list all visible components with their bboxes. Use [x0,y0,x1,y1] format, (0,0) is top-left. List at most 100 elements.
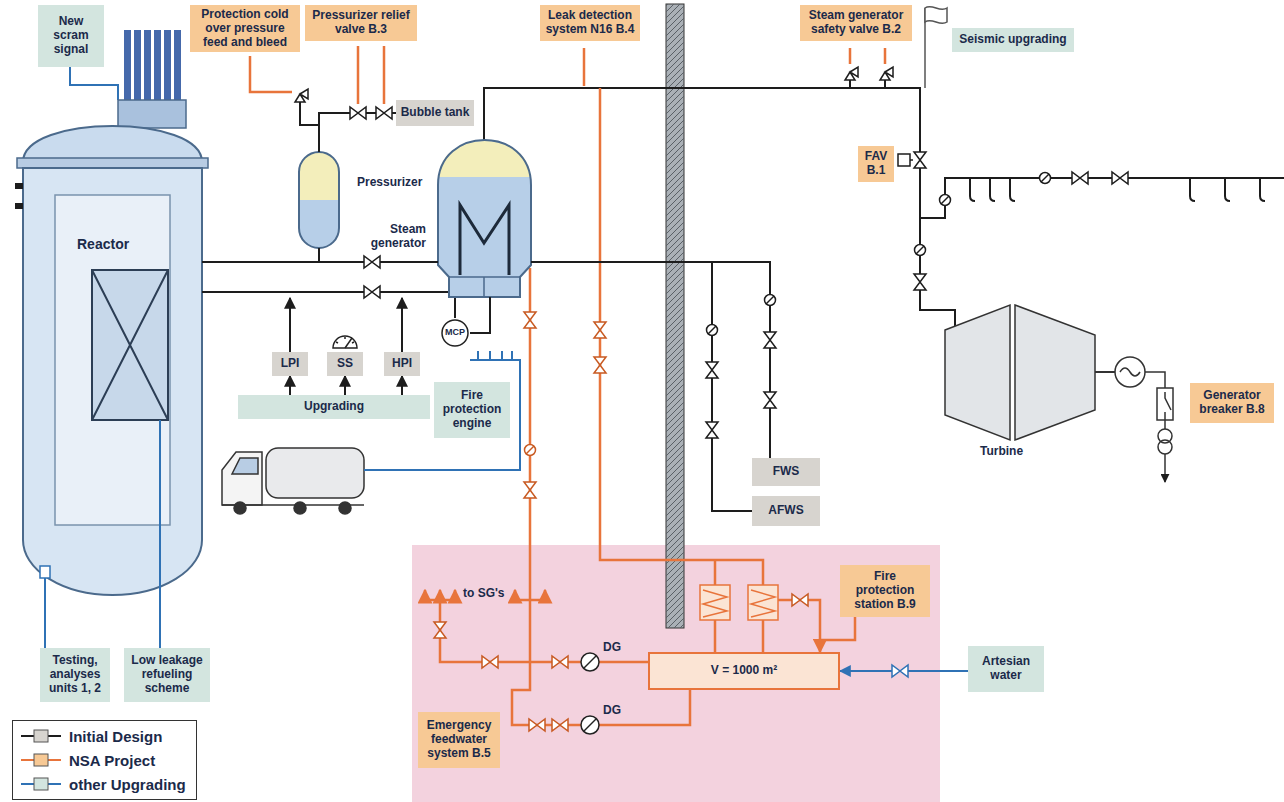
pipe-connector [344,376,346,395]
node-text: Leak detection system N16 B.4 [544,9,636,37]
injection-arrows [290,298,402,352]
component-label: Turbine [980,444,1023,458]
nsa-piping [424,590,427,600]
nsa-leader-lines [583,48,586,86]
nsa-callout: FAV B.1 [858,146,894,182]
fire-truck [234,502,246,514]
pressure-gauge [345,338,352,348]
component-box: Bubble tank [396,100,474,126]
line-valves [350,107,366,119]
node-text: Protection cold over pressure feed and b… [194,8,296,49]
turbine-generator [1145,372,1165,388]
turbine-generator [1165,392,1171,429]
nsa-valves [594,357,606,373]
node-text: LPI [276,357,304,371]
fav-actuator [910,159,913,161]
steam-valves [880,67,893,80]
node-text: Upgrading [242,400,426,414]
pipe-connector [537,262,752,511]
steam-valves [1040,173,1051,184]
fav-actuator [898,154,910,166]
nsa-valves [594,322,606,338]
seismic-flag [925,7,947,88]
node-text: Testing, analyses units 1, 2 [44,654,106,695]
nsa-piping [514,590,517,600]
diesel-pump [584,656,596,668]
line-valves [364,286,380,298]
steam-generator-shape [438,140,531,297]
main-steam-line [970,178,1265,201]
nsa-piping [512,268,581,725]
nsa-piping [440,600,581,662]
node-text: Bubble tank [400,106,470,120]
diesel-pump [581,716,599,734]
steam-generator-shape [449,277,520,297]
steam-generator-shape [460,205,509,275]
line-valves [706,422,718,438]
turbine-generator [1115,357,1145,387]
heat-exchanger [700,585,778,620]
system-box: SS [327,352,363,376]
node-text: Fire protection station B.9 [844,570,926,611]
node-text: New scram signal [42,15,100,56]
nsa-piping [715,620,763,652]
upgrade-callout: Seismic upgrading [952,28,1074,52]
turbine-generator [1015,305,1095,440]
steam-generator-shape [432,125,537,305]
line-valves [892,665,908,677]
diesel-pump [581,653,599,671]
reactor-vessel-shape [202,262,210,292]
containment-wall [666,4,684,628]
node-text: Artesian water [972,655,1040,683]
node-text: FWS [756,465,816,479]
upgrade-callout: New scram signal [38,5,104,67]
legend-row: NSA Project [21,748,186,772]
node-text: Low leakage refueling scheme [128,654,206,695]
legend-text: Initial Design [69,728,162,745]
control-rod-drives [124,30,181,100]
pipe-label: to SG's [463,586,505,600]
node-text: Steam generator safety valve B.2 [804,9,908,37]
node-text: SS [331,357,359,371]
node-text: Reactor [77,236,129,252]
turbine-generator [1095,371,1115,373]
line-valves [706,362,718,378]
pipe-connector [319,113,396,150]
legend-text: other Upgrading [69,776,186,793]
reactor-vessel-shape [23,168,202,595]
line-valves [707,325,718,336]
fire-water-line [478,351,512,360]
node-text: V = 1000 m² [654,664,834,678]
upgrade-callout: Fire protection engine [434,382,510,438]
turbine-generator [945,305,1173,482]
nsa-callout: Leak detection system N16 B.4 [540,5,640,41]
pressurizer-vessel-shape [299,152,339,200]
nsa-callout: Pressurizer relief valve B.3 [305,5,417,41]
reactor-vessel-shape [15,186,23,206]
nsa-leader-lines [250,46,885,104]
pressure-gauge [336,337,354,343]
reactor-vessel-shape [17,158,208,168]
fav-actuator [898,154,913,166]
primary-piping [318,250,320,262]
reactor-vessel-shape [15,100,210,600]
pump-symbol: MCP [440,318,470,348]
legend-text: NSA Project [69,752,155,769]
primary-piping [300,102,319,125]
reactor-vessel-shape [159,420,161,600]
legend-row: other Upgrading [21,772,186,796]
steam-generator-shape [438,140,531,297]
nsa-callout: Fire protection station B.9 [840,565,930,617]
reactor-vessel-shape [92,270,168,420]
legend-sample [21,728,61,744]
fire-truck [339,502,351,514]
reactor-vessel-shape [118,100,186,128]
upgrade-callout: Low leakage refueling scheme [124,648,210,702]
steam-valves [914,274,926,290]
steam-generator: Steam generator [432,125,537,305]
node-text: Seismic upgrading [956,33,1070,47]
pipe-connector [44,600,46,648]
node-text: Steam generator [352,223,426,251]
pressurizer-vessel-shape [318,150,320,250]
turbine-generator [1158,429,1172,443]
